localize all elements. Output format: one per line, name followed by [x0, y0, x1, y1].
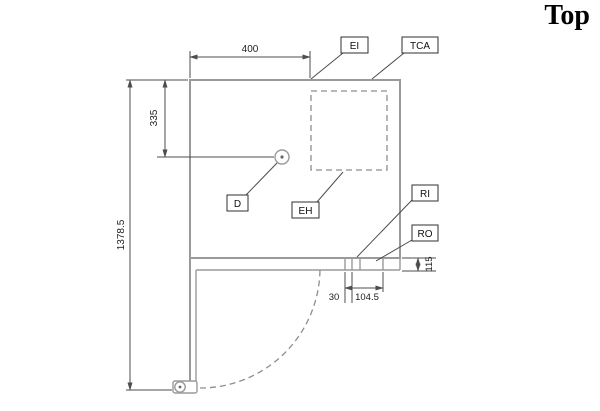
callout-ri-label: RI	[420, 189, 430, 200]
d-connection-center-dot	[280, 155, 284, 159]
dim-335-label: 335	[149, 109, 160, 126]
callout-eh-leader	[316, 171, 344, 203]
callout-eh-box	[291, 201, 320, 219]
dim-104-label: 104.5	[355, 292, 379, 303]
dim-400-label: 400	[242, 44, 259, 55]
dim-1378-label: 1378.5	[116, 219, 127, 250]
dim-30-label: 30	[329, 292, 340, 303]
callout-ri-box	[411, 184, 439, 202]
callout-ro-box	[411, 224, 439, 242]
appliance-body-outline	[189, 79, 401, 259]
callout-d-box	[226, 194, 249, 212]
callout-ei-leader	[310, 52, 344, 80]
callout-tca-box	[401, 36, 439, 54]
callout-ri-leader	[356, 199, 413, 258]
callout-ei-box	[340, 36, 369, 54]
callout-tca-leader	[371, 52, 405, 80]
callout-ro-leader	[375, 239, 413, 262]
door-swing-arc	[199, 267, 321, 389]
callout-d-label: D	[234, 199, 241, 210]
door-handle-knob-dot	[178, 385, 182, 389]
callout-d-leader	[245, 162, 278, 196]
eh-zone-dashed-outline	[310, 90, 388, 171]
callout-ro-label: RO	[418, 229, 433, 240]
view-title: Top	[544, 0, 590, 31]
dim-115-label: 115	[424, 256, 435, 271]
callout-ei-label: EI	[350, 41, 359, 52]
callout-tca-label: TCA	[410, 41, 430, 52]
callout-eh-label: EH	[299, 206, 313, 217]
